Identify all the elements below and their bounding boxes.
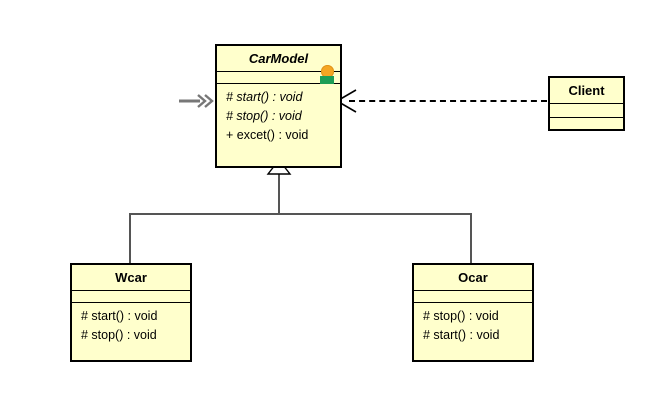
operation-item: # stop() : void	[423, 309, 499, 323]
class-name-wcar: Wcar	[115, 270, 147, 285]
generalization-branch-wcar	[129, 213, 131, 264]
class-name-client: Client	[568, 83, 605, 98]
generalization-spreader	[130, 213, 472, 215]
attributes-compartment-car-model	[217, 65, 340, 84]
dependency-line	[349, 100, 547, 102]
operation-item: # start() : void	[423, 328, 500, 342]
green-bar-marker-icon	[320, 76, 334, 84]
operations-compartment-wcar: # start() : void # stop() : void	[72, 302, 190, 350]
attributes-compartment-wcar	[72, 290, 190, 302]
generalization-stem	[278, 168, 280, 214]
class-name-ocar: Ocar	[458, 270, 488, 285]
operation-item: # start() : void	[226, 90, 303, 104]
class-box-client[interactable]: Client	[548, 76, 625, 131]
orange-ball-marker-icon	[321, 65, 334, 78]
class-box-wcar[interactable]: Wcar # start() : void # stop() : void	[70, 263, 192, 362]
operations-compartment-client	[550, 117, 623, 131]
operation-item: + excet() : void	[226, 128, 309, 142]
class-box-car-model[interactable]: CarModel # start() : void # stop() : voi…	[215, 44, 342, 168]
operation-item: # stop() : void	[81, 328, 157, 342]
class-name-car-model: CarModel	[248, 51, 309, 66]
operation-item: # start() : void	[81, 309, 158, 323]
operation-item: # stop() : void	[226, 109, 302, 123]
operations-compartment-ocar: # stop() : void # start() : void	[414, 302, 532, 350]
generalization-branch-ocar	[470, 213, 472, 264]
attributes-compartment-ocar	[414, 290, 532, 302]
operations-compartment-car-model: # start() : void # stop() : void + excet…	[217, 83, 340, 150]
class-box-ocar[interactable]: Ocar # stop() : void # start() : void	[412, 263, 534, 362]
attributes-compartment-client	[550, 103, 623, 117]
nav-arrow-icon	[179, 94, 214, 108]
